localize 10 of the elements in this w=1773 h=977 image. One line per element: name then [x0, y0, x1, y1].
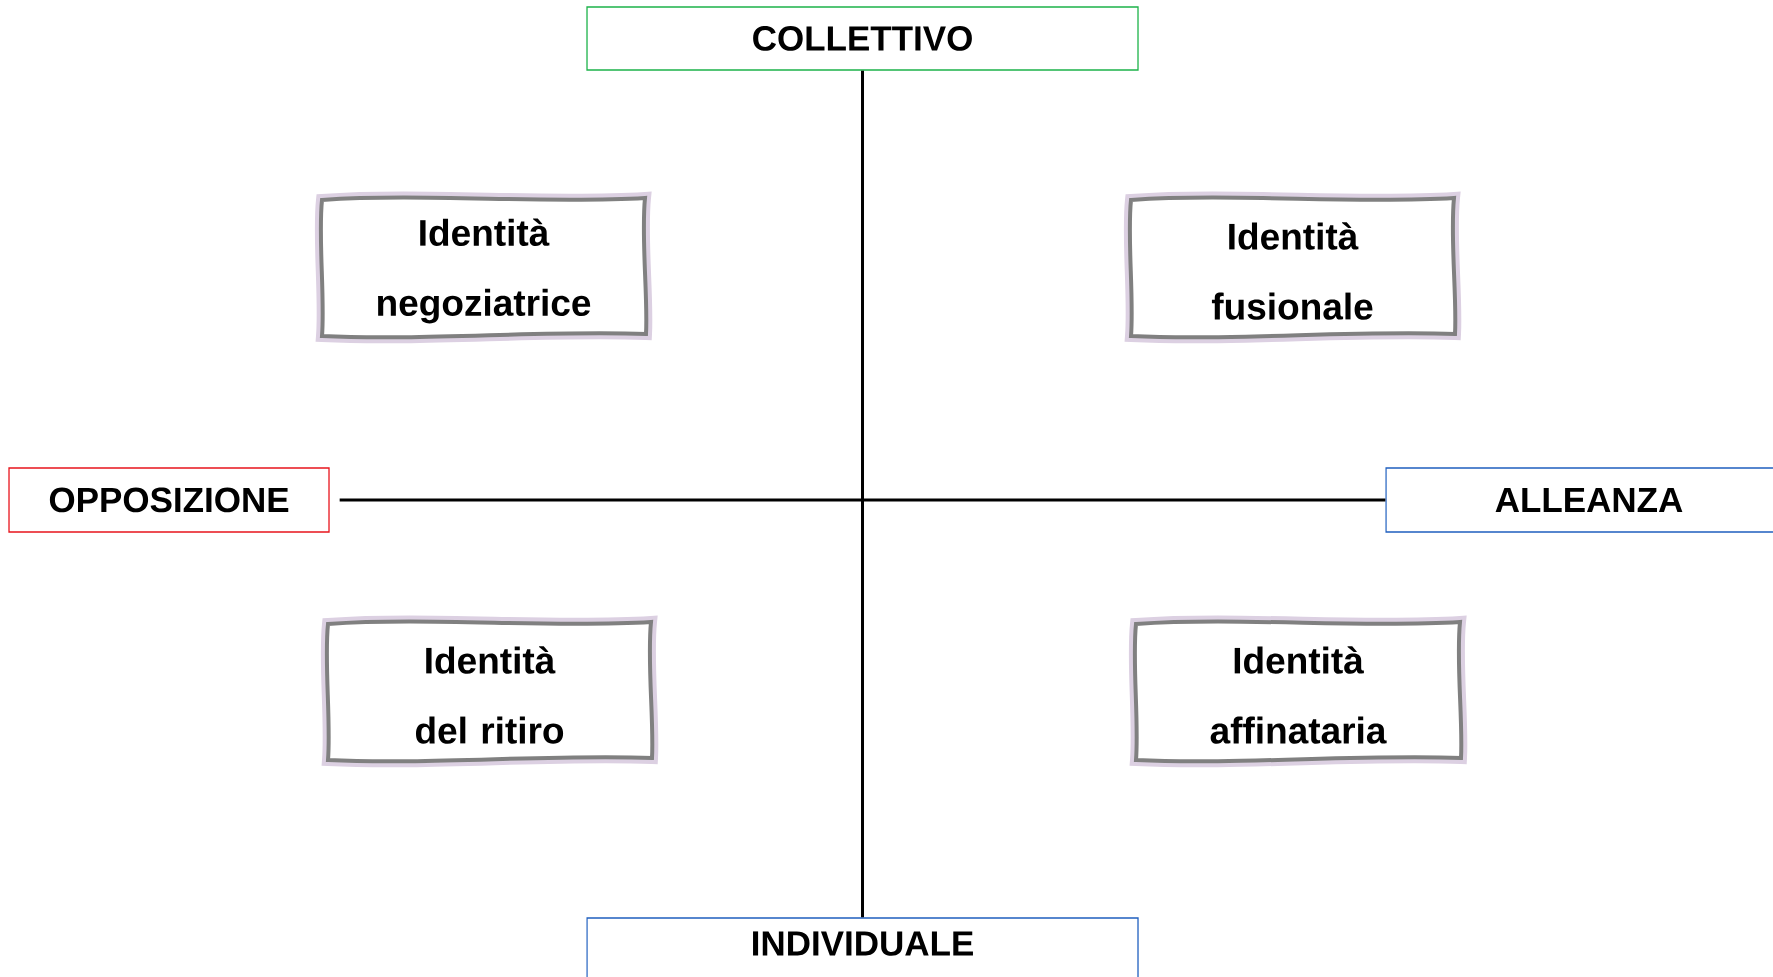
text-box: Identità del ritiro: [320, 615, 659, 768]
text-box: Identità affinataria: [1128, 615, 1468, 768]
label-box: ALLEANZA: [1385, 467, 1773, 533]
label-box: COLLETTIVO: [586, 6, 1139, 71]
axis-line: [339, 498, 1386, 502]
axis-line: [861, 70, 864, 918]
label-box: INDIVIDUALE: [586, 917, 1139, 977]
text-box: Identità fusionale: [1123, 191, 1462, 344]
label-box: OPPOSIZIONE: [8, 467, 330, 533]
text-box: Identità negoziatrice: [314, 191, 653, 344]
